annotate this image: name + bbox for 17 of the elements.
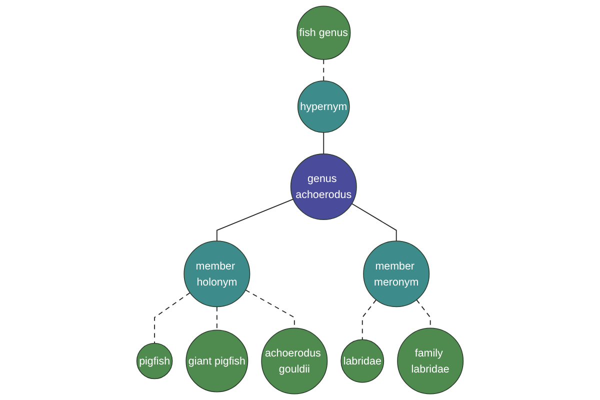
circle-node: labridae: [340, 339, 384, 383]
circle-node: family labridae: [397, 328, 464, 394]
circle-node: achoerodus gouldii: [261, 328, 328, 394]
connector-line: [216, 198, 294, 242]
circle-node: fish genus: [296, 6, 351, 60]
circle-node: pigfish: [136, 342, 173, 380]
dashed-connector: [154, 292, 190, 344]
dashed-connector: [216, 306, 218, 331]
circle-node: genus achoerodus: [290, 153, 357, 220]
circle-node: hypernym: [297, 80, 350, 133]
circle-node: giant pigfish: [186, 330, 248, 392]
circle-node: member holonym: [184, 240, 250, 308]
connector-line: [323, 132, 324, 154]
dashed-connector: [323, 59, 324, 82]
dashed-connector: [362, 299, 377, 340]
circle-node: member meronym: [363, 240, 430, 308]
connector-line: [351, 203, 397, 242]
